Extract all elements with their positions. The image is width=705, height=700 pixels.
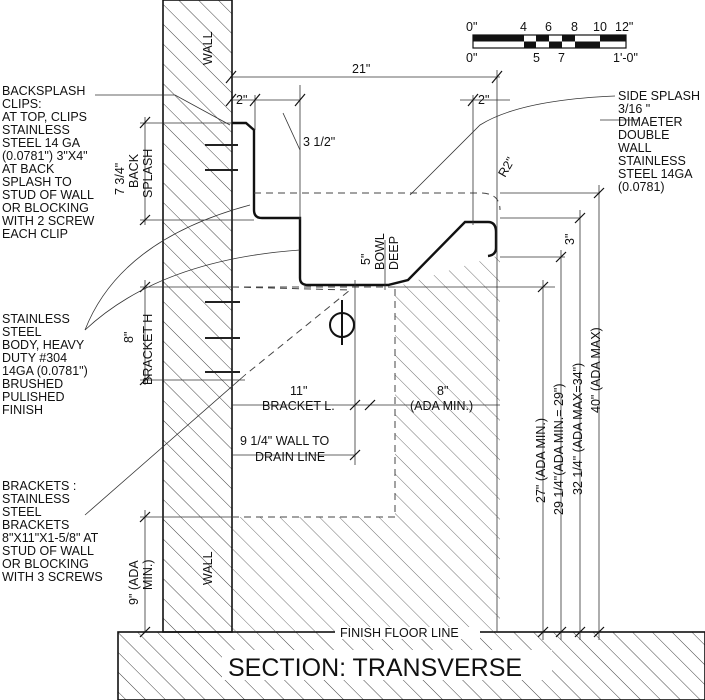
note-line: SIDE SPLASH (618, 89, 700, 103)
note-backsplash-clips: BACKSPLASH CLIPS: AT TOP, CLIPS STAINLES… (2, 84, 95, 241)
scale-bottom-7: 7 (558, 51, 565, 65)
note-line: EACH CLIP (2, 227, 68, 241)
centerline-symbol (329, 300, 355, 345)
note-line: STAINLESS (618, 154, 686, 168)
scale-top-4: 4 (520, 20, 527, 34)
dim-bracket-h-2: BRACKET H (141, 314, 155, 385)
dim-radius: R2" (495, 155, 517, 180)
dim-bowl-2: BOWL (373, 233, 387, 270)
note-line: BRACKETS (2, 518, 69, 532)
wall (162, 0, 233, 633)
scale-bottom-12: 1'-0" (613, 51, 638, 65)
dim-backsplash-3: SPLASH (141, 149, 155, 198)
note-line: OR BLOCKING (2, 557, 89, 571)
note-line: AT BACK (2, 162, 55, 176)
note-line: CLIPS: (2, 97, 42, 111)
dim-backsplash-2: BACK (127, 153, 141, 188)
note-line: STAINLESS (2, 312, 70, 326)
note-brackets: BRACKETS : STAINLESS STEEL BRACKETS 8"X1… (2, 479, 103, 584)
note-line: STEEL (2, 505, 42, 519)
note-line: DIMAETER (618, 115, 683, 129)
screws (205, 144, 240, 373)
dim-ada-8-1: 8" (437, 384, 448, 398)
dim-27: 27" (ADA MIN.) (534, 418, 548, 503)
note-line: DUTY #304 (2, 351, 67, 365)
note-side-splash: SIDE SPLASH 3/16 " DIMAETER DOUBLE WALL … (618, 89, 700, 194)
note-line: WITH 3 SCREWS (2, 570, 103, 584)
note-line: OR BLOCKING (2, 201, 89, 215)
note-line: AT TOP, CLIPS (2, 110, 87, 124)
dim-40: 40" (ADA MAX) (589, 327, 603, 413)
note-line: WALL (618, 141, 652, 155)
dim-bracket-h-1: 8" (122, 332, 136, 343)
scale-top-0: 0" (466, 20, 477, 34)
dim-bowl-3: DEEP (387, 236, 401, 270)
note-line: BRUSHED (2, 377, 63, 391)
note-line: SPLASH TO (2, 175, 72, 189)
note-line: FINISH (2, 403, 43, 417)
dim-bracket-l-2: BRACKET L. (262, 399, 335, 413)
note-line: 8"X11"X1-5/8" AT (2, 531, 99, 545)
dim-ada-9-1: 9" (ADA (127, 560, 141, 605)
dim-backsplash-1: 7 3/4" (113, 163, 127, 195)
dim-3-5: 3 1/2" (303, 135, 335, 149)
dim-ada-9-2: MIN.) (141, 559, 155, 590)
dimension-ticks (139, 70, 605, 638)
note-line: STUD OF WALL (2, 188, 94, 202)
note-line: BACKSPLASH (2, 84, 85, 98)
scale-bottom-0: 0" (466, 51, 477, 65)
note-line: STAINLESS (2, 123, 70, 137)
finish-floor-label: FINISH FLOOR LINE (340, 626, 459, 640)
note-body: STAINLESS STEEL BODY, HEAVY DUTY #304 14… (2, 312, 88, 417)
dim-21: 21" (352, 62, 370, 76)
note-line: PULISHED (2, 390, 65, 404)
note-line: (0.0781") 3"X4" (2, 149, 88, 163)
section-title: SECTION: TRANSVERSE (228, 654, 522, 682)
scale-bar: 0" 4 6 8 10 12" 0" 5 7 1'-0" (466, 20, 638, 65)
dim-drain-2: DRAIN LINE (255, 450, 325, 464)
scale-bottom-5: 5 (533, 51, 540, 65)
knee-clearance-area (232, 255, 500, 632)
note-line: DOUBLE (618, 128, 669, 142)
leader-lines (84, 94, 616, 516)
sink-body (231, 121, 501, 376)
dim-drain-1: 9 1/4" WALL TO (240, 434, 329, 448)
note-line: STEEL 14 GA (2, 136, 81, 150)
note-line: STEEL (2, 325, 42, 339)
note-line: 14GA (0.0781") (2, 364, 88, 378)
note-line: WITH 2 SCREW (2, 214, 95, 228)
dim-bracket-l-1: 11" (290, 384, 307, 398)
wall-label-bottom: WALL (201, 551, 215, 585)
note-line: (0.0781) (618, 180, 665, 194)
note-line: BODY, HEAVY (2, 338, 85, 352)
scale-top-6: 6 (545, 20, 552, 34)
scale-top-8: 8 (571, 20, 578, 34)
dim-29: 29 1/4"(ADA MIN.= 29") (552, 383, 566, 515)
dim-3: 3" (563, 234, 577, 245)
wall-label-top: WALL (201, 31, 215, 65)
dim-2-right: 2" (478, 93, 489, 107)
note-line: STEEL 14GA (618, 167, 693, 181)
note-line: STUD OF WALL (2, 544, 94, 558)
dim-bowl-1: 5" (359, 254, 373, 265)
scale-top-10: 10 (593, 20, 607, 34)
dim-2-left: 2" (236, 93, 247, 107)
note-line: 3/16 " (618, 102, 650, 116)
note-line: BRACKETS : (2, 479, 76, 493)
dim-ada-8-2: (ADA MIN.) (410, 399, 473, 413)
dimension-labels: 21" 2" 2" 3 1/2" 7 3/4" BACK SPLASH R2" … (113, 62, 603, 605)
dimension-lines (140, 70, 640, 640)
note-line: STAINLESS (2, 492, 70, 506)
dim-32: 32 1/4" (ADA MAX=34") (571, 363, 585, 495)
scale-top-12: 12" (615, 20, 633, 34)
